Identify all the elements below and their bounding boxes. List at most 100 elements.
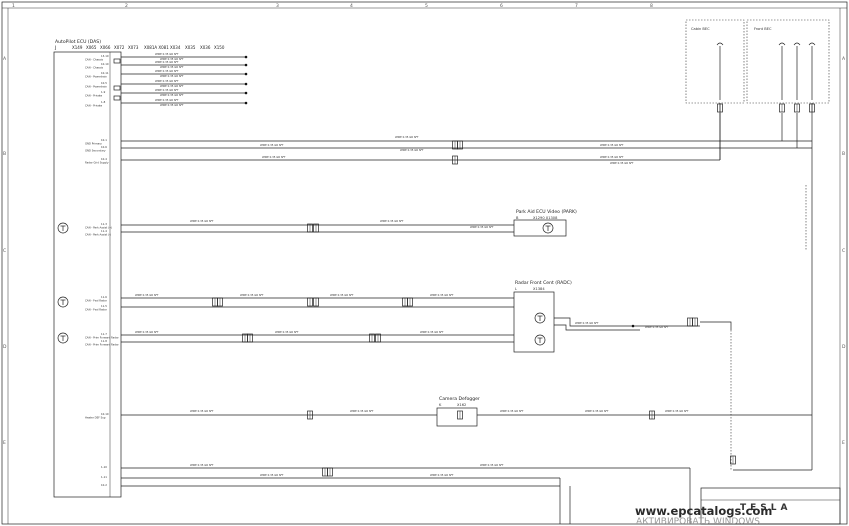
junction-dot: [244, 101, 248, 105]
front-bec-box: [746, 19, 830, 104]
ecu-pin-label: CAN - Fwd Radar: [85, 299, 108, 303]
watermark-site: www.epcatalogs.com: [635, 504, 772, 518]
pin-terminal: [113, 58, 121, 64]
ecu-pin-number: 13-10: [101, 54, 109, 58]
wire-code-label: WIRE 0.35 GR SFT: [160, 84, 184, 88]
ecu-pin-label: Heater DEF Sup: [85, 416, 106, 420]
row-a: A: [3, 56, 7, 62]
cabin-bec-box: [685, 19, 745, 104]
wire-code-label: WIRE 0.35 GR SFT: [600, 155, 624, 159]
ecu-pin-number: 10-5: [101, 81, 107, 85]
ecu-pin-number: 10-6: [101, 145, 107, 149]
col-5: 5: [425, 3, 428, 9]
terminal-symbol: [57, 332, 69, 344]
fuse-symbol: [808, 42, 816, 46]
pin-terminal: [113, 95, 121, 101]
wire-code-label: WIRE 0.35 GR SFT: [470, 225, 494, 229]
wire-code-label: WIRE 0.35 GR SFT: [160, 93, 184, 97]
ecu-pin-number: 11-3: [101, 222, 107, 226]
ecu-pin-label: CAN - Chassis: [85, 66, 104, 70]
wire-code-label: WIRE 0.35 GR SFT: [585, 409, 609, 413]
title-block-box: [700, 487, 841, 525]
junction-dot: [244, 55, 248, 59]
bec-blocks: Cabin BEC Front BEC: [685, 19, 830, 104]
ecu-pin-number: 11-5: [101, 304, 107, 308]
ecu-pin-number: 10-4: [101, 157, 107, 161]
column-markers: 1 2 3 4 5 6 7 8: [12, 3, 653, 9]
wire-code-label: WIRE 0.35 GR SFT: [262, 155, 286, 159]
terminal-symbol: [57, 296, 69, 308]
wire-code-label: WIRE 0.35 GR SFT: [155, 79, 179, 83]
wire-code-label: WIRE 0.35 GR SFT: [155, 69, 179, 73]
ecu-connector: X081A X081: [144, 45, 169, 50]
wire-code-label: WIRE 0.35 GR SFT: [260, 143, 284, 147]
park-connectors: X1290 X1308: [533, 216, 558, 220]
ecu-pin-number: 11-7: [101, 332, 107, 336]
ecu-connector: X073: [128, 45, 139, 50]
ecu-connector: X035: [185, 45, 196, 50]
ecu-pin-number: 1-11: [101, 475, 107, 479]
ecu-pin-label: CAN - Park Assist (-): [85, 233, 111, 237]
ecu-pin-label: CAN - Prim Forward Radar: [85, 336, 120, 340]
row-b-right: B: [842, 151, 845, 157]
fuse-symbol: [778, 42, 786, 46]
col-7: 7: [575, 3, 578, 9]
radar-title: Radar Front Cent (RADC): [515, 280, 572, 286]
watermark-russian: АКТИВИРОВАТЬ WINDOWS: [636, 517, 760, 526]
radar-connectors: X1384: [533, 287, 545, 291]
ecu-connector: X066: [100, 45, 111, 50]
ecu-pin-label: CAN - Private: [85, 104, 103, 108]
wire-code-label: WIRE 0.35 GR SFT: [430, 293, 454, 297]
wire-code-label: WIRE 0.35 GR SFT: [135, 330, 159, 334]
junction-dot: [631, 324, 635, 328]
ecu-pin-label: CAN - Park Assist (+): [85, 226, 112, 230]
wire-code-label: WIRE 0.35 GR SFT: [160, 74, 184, 78]
wire-segment: [554, 324, 640, 331]
wire-code-label: WIRE 0.35 GR SFT: [500, 409, 524, 413]
fuse-symbol: [793, 42, 801, 46]
wire-code-label: WIRE 0.35 GR SFT: [155, 60, 179, 64]
ecu-pin-number: 1-9: [101, 90, 106, 94]
wire-code-label: WIRE 0.35 GR SFT: [400, 148, 424, 152]
ecu-connector: X034: [170, 45, 181, 50]
wire-segment: [700, 321, 732, 330]
wire-code-label: WIRE 0.35 GR SFT: [645, 325, 669, 329]
wire-code-label: WIRE 0.35 GR SFT: [190, 219, 214, 223]
terminal-symbol: [542, 222, 554, 234]
wire-code-label: WIRE 0.35 GR SFT: [395, 135, 419, 139]
wire-segment: [554, 317, 700, 327]
wire-code-label: WIRE 0.35 GR SFT: [155, 88, 179, 92]
terminal-symbol: [57, 222, 69, 234]
ecu-pin-number: 11-4: [101, 229, 107, 233]
defogger-designator: K: [439, 403, 442, 407]
ecu-pin-label: CAN - Powertrain: [85, 75, 107, 79]
row-markers: A B C D E A B C D E: [3, 56, 846, 446]
ecu-pin-label: CAN - Private: [85, 94, 103, 98]
splices: [113, 55, 815, 477]
ecu-box: [53, 51, 122, 498]
ecu-designator: J: [54, 45, 56, 51]
wire-code-label: WIRE 0.35 GR SFT: [260, 473, 284, 477]
fuses: [716, 42, 816, 100]
cabin-bec-label: Cabin BEC: [691, 27, 710, 31]
wire-code-label: WIRE 0.35 GR SFT: [160, 57, 184, 61]
col-2: 2: [125, 3, 128, 9]
wire-code-label: WIRE 0.35 GR SFT: [190, 409, 214, 413]
ecu-connector: X036: [200, 45, 211, 50]
row-d-right: D: [842, 344, 846, 350]
row-c: C: [3, 248, 6, 254]
defogger-box: [436, 407, 478, 427]
row-c-right: C: [842, 248, 845, 254]
ecu-pin-number: 11-6: [101, 295, 107, 299]
ecu-pin-number: 10-1: [101, 138, 107, 142]
terminal-symbol: [534, 312, 546, 324]
ecu-connector: X065: [86, 45, 97, 50]
junction-dot: [244, 63, 248, 67]
wire-code-label: WIRE 0.35 GR SFT: [275, 330, 299, 334]
